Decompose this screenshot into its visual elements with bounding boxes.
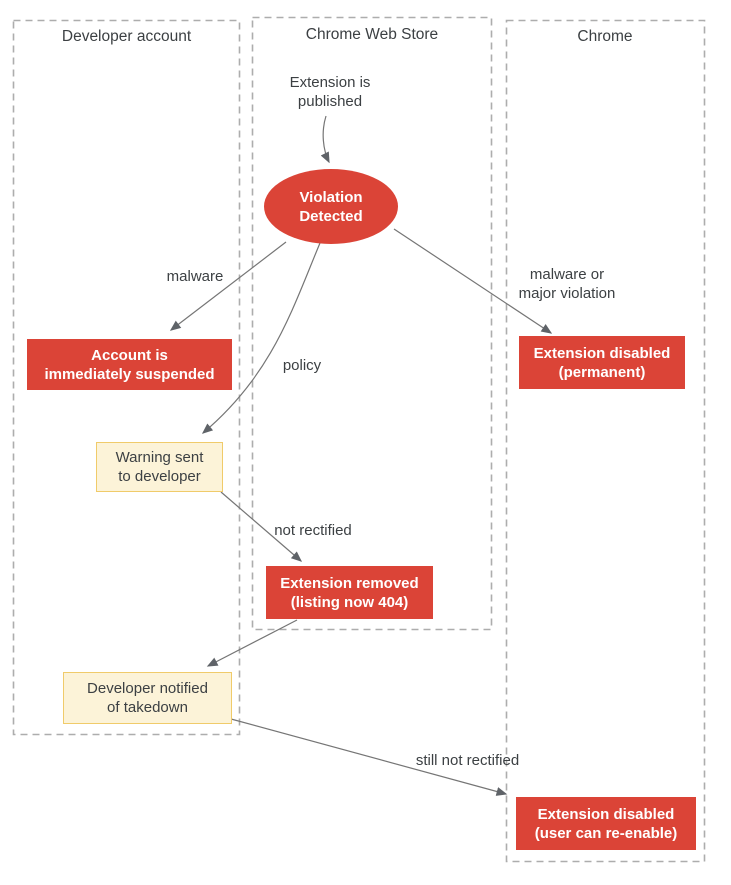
- node-extension-removed: Extension removed (listing now 404): [266, 566, 433, 619]
- lane-title-developer-account: Developer account: [61, 28, 192, 45]
- node-extension-disabled-reenable: Extension disabled (user can re-enable): [516, 797, 696, 850]
- edge-label-not-rectified: not rectified: [274, 522, 352, 539]
- lane-border-chrome-web-store: [251, 16, 493, 631]
- arrow-warning-to-extension-removed: [220, 491, 303, 562]
- node-warning-sent: Warning sent to developer: [96, 442, 223, 492]
- edge-label-malware-or-major-violation: malware or major violation: [518, 266, 616, 302]
- node-extension-published: Extension is published: [289, 74, 371, 110]
- edge-label-still-not-rectified: still not rectified: [415, 752, 520, 769]
- lane-border-developer-account: [12, 19, 241, 736]
- lane-title-chrome-web-store: Chrome Web Store: [305, 26, 439, 43]
- lane-title-chrome: Chrome: [577, 28, 633, 45]
- arrow-published-to-violation: [320, 115, 330, 164]
- lane-border-chrome: [505, 19, 706, 863]
- arrow-violation-to-warning-sent: [201, 242, 321, 434]
- arrow-removed-to-developer-notified: [206, 619, 298, 667]
- node-account-suspended: Account is immediately suspended: [27, 339, 232, 390]
- arrow-violation-to-account-suspended: [169, 241, 287, 331]
- arrow-violation-to-disabled-permanent: [393, 228, 553, 334]
- edge-label-malware: malware: [166, 268, 224, 285]
- node-extension-disabled-permanent: Extension disabled (permanent): [519, 336, 685, 389]
- node-violation-detected: Violation Detected: [264, 169, 398, 244]
- edge-label-policy: policy: [282, 357, 322, 374]
- node-developer-notified: Developer notified of takedown: [63, 672, 232, 724]
- arrow-notified-to-disabled-reenable: [230, 718, 508, 796]
